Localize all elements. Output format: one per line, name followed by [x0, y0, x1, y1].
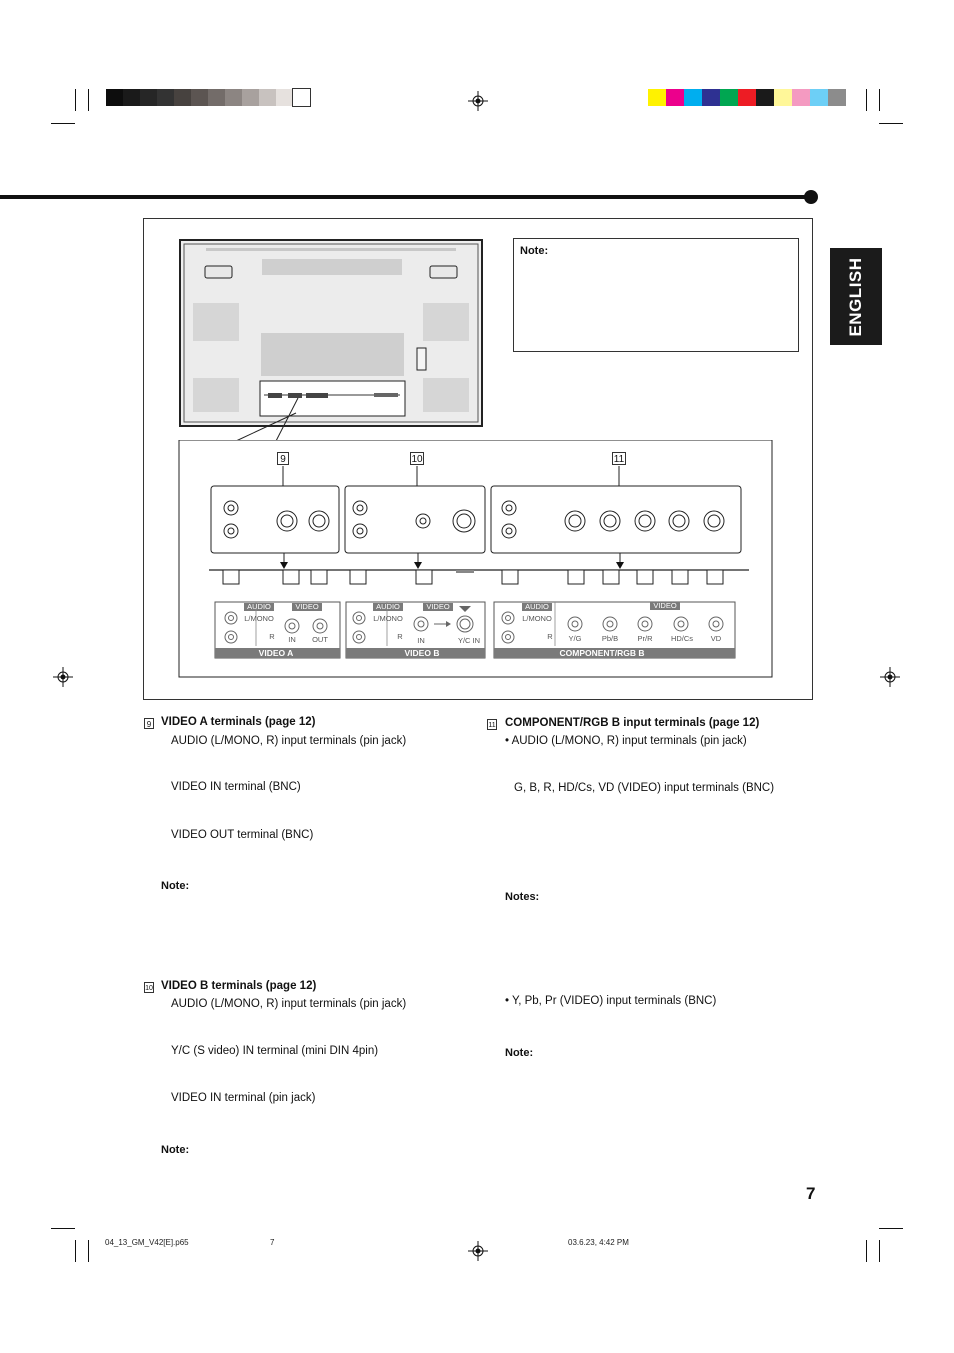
grayscale-swatch: [191, 89, 208, 106]
grayscale-swatch: [259, 89, 276, 106]
svg-text:VIDEO A: VIDEO A: [259, 648, 294, 658]
crop-mark: [879, 1240, 880, 1262]
page-number: 7: [806, 1184, 816, 1203]
rear-panel-figure: [143, 218, 813, 700]
crop-mark: [51, 1228, 75, 1229]
svg-text:R: R: [547, 632, 553, 641]
svg-text:AUDIO: AUDIO: [525, 602, 549, 611]
grayscale-swatch: [157, 89, 174, 106]
svg-text:AUDIO: AUDIO: [376, 602, 400, 611]
section-11-heading: COMPONENT/RGB B input terminals (page 12…: [505, 717, 760, 729]
crop-mark: [51, 123, 75, 124]
color-swatch: [792, 89, 810, 106]
section-11-number: 11: [487, 719, 497, 730]
grayscale-swatch: [292, 88, 311, 107]
section-9-note-label: Note:: [161, 880, 190, 892]
svg-text:VIDEO B: VIDEO B: [405, 648, 440, 658]
crop-mark: [866, 1240, 867, 1262]
svg-text:VD: VD: [711, 634, 722, 643]
section-9-item: AUDIO (L/MONO, R) input terminals (pin j…: [171, 735, 407, 747]
footer-date: 03.6.23, 4:42 PM: [568, 1238, 629, 1247]
svg-text:Y/G: Y/G: [569, 634, 582, 643]
language-tab: ENGLISH: [830, 248, 882, 345]
svg-text:R: R: [397, 632, 403, 641]
grayscale-swatch: [242, 89, 259, 106]
svg-text:OUT: OUT: [312, 635, 328, 644]
language-tab-label: ENGLISH: [846, 256, 865, 337]
grayscale-swatch: [106, 89, 123, 106]
svg-text:VIDEO: VIDEO: [653, 601, 677, 610]
svg-text:Pr/R: Pr/R: [638, 634, 654, 643]
svg-text:Y/C IN: Y/C IN: [458, 636, 480, 645]
color-swatch: [828, 89, 846, 106]
color-swatch: [810, 89, 828, 106]
footer-filename: 04_13_GM_V42[E].p65: [105, 1238, 189, 1247]
section-10-item: AUDIO (L/MONO, R) input terminals (pin j…: [171, 998, 407, 1010]
grayscale-swatch: [174, 89, 191, 106]
svg-text:IN: IN: [417, 636, 425, 645]
crop-mark: [879, 1228, 903, 1229]
svg-text:R: R: [269, 632, 275, 641]
section-9-heading: VIDEO A terminals (page 12): [161, 716, 316, 728]
callout-11: 11: [612, 452, 626, 465]
svg-text:VIDEO: VIDEO: [426, 602, 450, 611]
section-10-item: VIDEO IN terminal (pin jack): [171, 1092, 316, 1104]
color-swatch: [720, 89, 738, 106]
section-11-notes-label: Notes:: [505, 891, 540, 903]
grayscale-swatch: [123, 89, 140, 106]
section-10-heading: VIDEO B terminals (page 12): [161, 980, 317, 992]
color-swatch: [756, 89, 774, 106]
crop-mark: [88, 89, 89, 111]
section-rule: [0, 195, 810, 199]
grayscale-swatch: [225, 89, 242, 106]
registration-target-icon: [468, 91, 488, 111]
crop-mark: [88, 1240, 89, 1262]
section-11-note-label: Note:: [505, 1047, 534, 1059]
svg-text:AUDIO: AUDIO: [247, 602, 271, 611]
crop-mark: [879, 89, 880, 111]
svg-text:L/MONO: L/MONO: [373, 614, 403, 623]
section-9-item: VIDEO OUT terminal (BNC): [171, 829, 314, 841]
svg-text:HD/Cs: HD/Cs: [671, 634, 693, 643]
monitor-rear-illustration: [179, 239, 483, 442]
callout-10: 10: [410, 452, 424, 465]
grayscale-swatch: [276, 89, 293, 106]
registration-target-icon: [53, 667, 73, 687]
section-9-item: VIDEO IN terminal (BNC): [171, 781, 301, 793]
svg-text:IN: IN: [288, 635, 296, 644]
grayscale-swatch: [140, 89, 157, 106]
svg-text:COMPONENT/RGB B: COMPONENT/RGB B: [560, 648, 645, 658]
registration-target-icon: [468, 1241, 488, 1261]
svg-text:L/MONO: L/MONO: [522, 614, 552, 623]
section-rule-dot: [804, 190, 818, 204]
crop-mark: [879, 123, 903, 124]
footer-page: 7: [270, 1238, 275, 1247]
crop-mark: [75, 89, 76, 111]
section-11-item: G, B, R, HD/Cs, VD (VIDEO) input termina…: [514, 782, 775, 794]
crop-mark: [75, 1240, 76, 1262]
color-swatch: [666, 89, 684, 106]
section-9-number: 9: [144, 718, 154, 729]
section-10-note-label: Note:: [161, 1144, 190, 1156]
registration-target-icon: [880, 667, 900, 687]
callout-9: 9: [277, 452, 289, 465]
section-11-item: • Y, Pb, Pr (VIDEO) input terminals (BNC…: [505, 995, 717, 1007]
svg-text:VIDEO: VIDEO: [295, 602, 319, 611]
color-swatch: [702, 89, 720, 106]
terminal-panel-diagram: AUDIO L/MONO R VIDEO IN OUT AUDIO L/MONO…: [178, 440, 773, 678]
grayscale-swatch: [208, 89, 225, 106]
section-11-item: • AUDIO (L/MONO, R) input terminals (pin…: [505, 735, 747, 747]
color-swatch: [738, 89, 756, 106]
color-swatch: [774, 89, 792, 106]
section-10-number: 10: [144, 982, 154, 993]
svg-text:L/MONO: L/MONO: [244, 614, 274, 623]
figure-note-label: Note:: [520, 245, 549, 257]
crop-mark: [866, 89, 867, 111]
svg-text:Pb/B: Pb/B: [602, 634, 618, 643]
color-swatch: [648, 89, 666, 106]
color-swatch: [684, 89, 702, 106]
section-10-item: Y/C (S video) IN terminal (mini DIN 4pin…: [171, 1045, 379, 1057]
figure-note-box: Note:: [513, 238, 799, 352]
